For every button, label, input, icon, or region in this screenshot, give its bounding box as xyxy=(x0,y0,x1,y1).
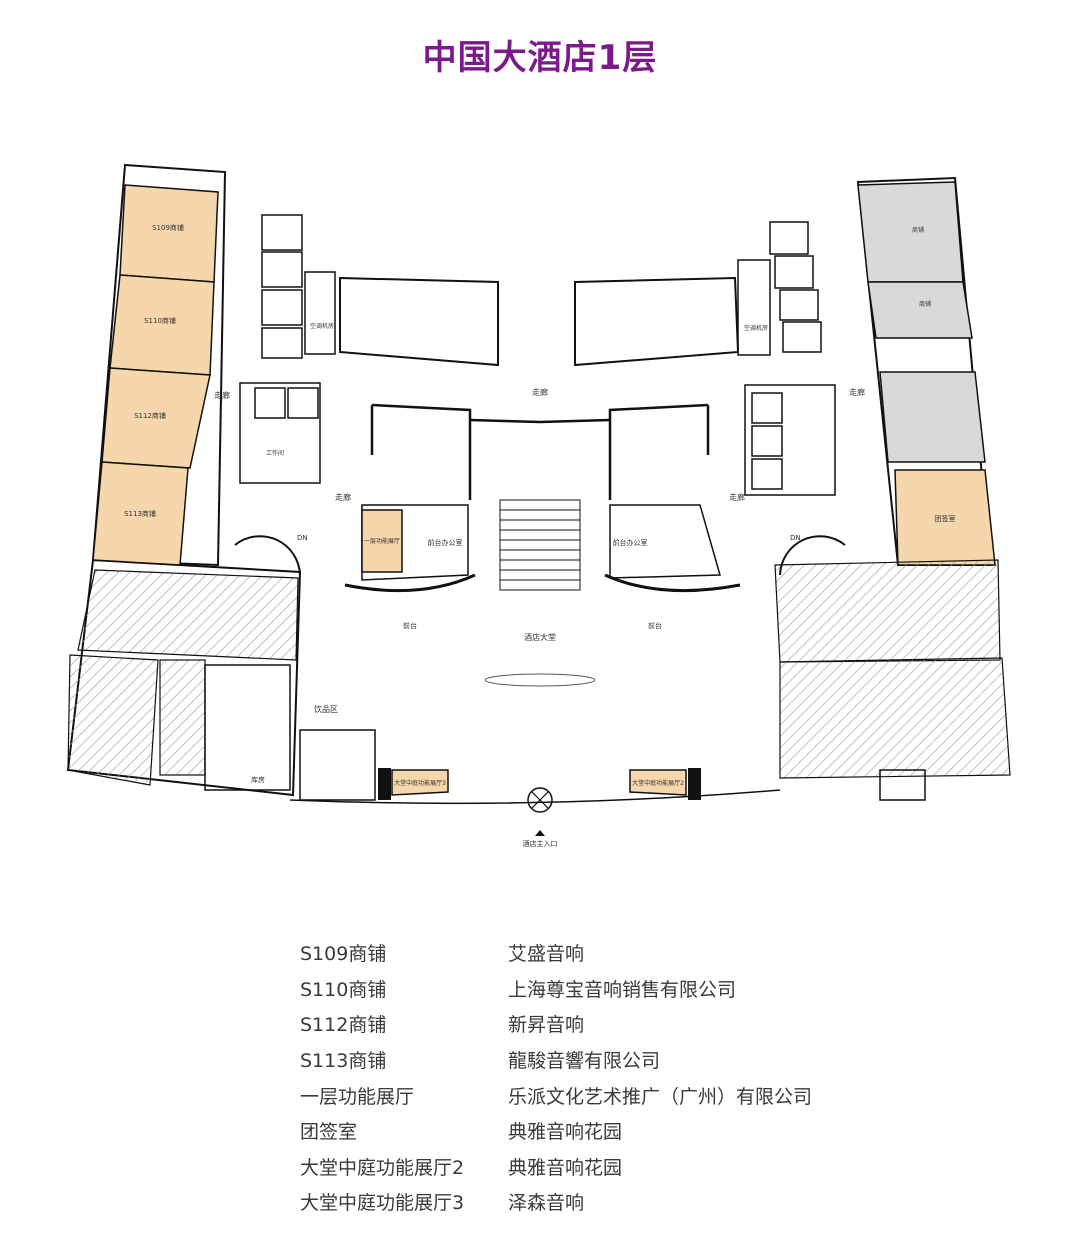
left-stair xyxy=(159,659,206,776)
atrium-pillar-left xyxy=(378,768,391,800)
legend-row: S112商铺 新昇音响 xyxy=(300,1006,838,1042)
right-lower-area xyxy=(779,657,1011,779)
right-spiral-stair xyxy=(779,535,846,576)
label-atrium3: 大堂中庭功能展厅3 xyxy=(394,779,446,787)
storage-room xyxy=(204,664,291,791)
label-front-desk-right: 前台 xyxy=(648,621,662,630)
label-grey-shop-1: 商铺 xyxy=(912,226,924,234)
central-stair xyxy=(499,499,581,591)
legend-code: S113商铺 xyxy=(300,1050,387,1073)
label-front-office-right: 前台办公室 xyxy=(613,538,648,547)
left-core xyxy=(239,214,336,484)
left-spiral-stair xyxy=(234,535,301,576)
first-function-hall[interactable] xyxy=(361,509,403,573)
drinks-area xyxy=(299,729,376,801)
left-history-hall xyxy=(77,569,299,661)
floor-plan: S109商铺 S110商铺 S112商铺 S113商铺 库房 空调机房 工作间 … xyxy=(66,163,1011,848)
right-service-box xyxy=(879,769,926,801)
legend-tenant: 泽森音响 xyxy=(508,1192,585,1215)
label-s109: S109商铺 xyxy=(152,223,184,232)
legend-code: 大堂中庭功能展厅3 xyxy=(300,1192,465,1215)
legend-tenant: 典雅音响花园 xyxy=(508,1121,623,1144)
legend-code: S109商铺 xyxy=(300,943,387,966)
entrance-arrow xyxy=(535,830,545,836)
shop-s110[interactable] xyxy=(109,274,215,376)
legend-row: 大堂中庭功能展厅3 泽森音响 xyxy=(300,1184,838,1220)
label-front-desk-left: 前台 xyxy=(403,621,417,630)
legend-tenant: 龍駿音響有限公司 xyxy=(508,1050,661,1073)
label-atrium2: 大堂中庭功能展厅2 xyxy=(632,779,684,787)
revolving-door-cross-2 xyxy=(531,791,549,809)
label-aircon-left: 空调机房 xyxy=(310,322,334,330)
label-drinks: 饮品区 xyxy=(314,704,338,714)
shop-s113[interactable] xyxy=(92,461,189,566)
legend-tenant: 艾盛音响 xyxy=(508,943,585,966)
legend-code: 团签室 xyxy=(300,1121,358,1144)
label-aircon-right: 空调机房 xyxy=(744,324,768,332)
left-shops xyxy=(92,184,219,566)
legend-row: 团签室 典雅音响花园 xyxy=(300,1113,838,1149)
front-desk-right xyxy=(604,573,741,593)
label-corridor-left: 走廊 xyxy=(214,390,230,400)
tenant-legend: S109商铺 艾盛音响 S110商铺 上海尊宝音响销售有限公司 S112商铺 新昇音响… xyxy=(300,935,838,1220)
right-core xyxy=(737,221,836,496)
label-entrance: 酒店主入口 xyxy=(523,839,558,848)
label-dn-left: DN xyxy=(297,534,308,542)
label-corridor-center: 走廊 xyxy=(532,387,548,397)
left-gallery xyxy=(67,654,159,786)
label-s110: S110商铺 xyxy=(144,316,176,325)
legend-row: S113商铺 龍駿音響有限公司 xyxy=(300,1042,838,1078)
shop-grey-s104[interactable] xyxy=(857,181,964,283)
atrium-hall-3[interactable] xyxy=(391,769,449,796)
front-desk-left xyxy=(344,573,476,593)
lobby-art xyxy=(484,673,596,687)
legend-tenant: 上海尊宝音响销售有限公司 xyxy=(508,978,737,1001)
label-lobby: 酒店大堂 xyxy=(524,632,556,642)
label-grey-shop-2: 商铺 xyxy=(919,300,931,308)
page-title: 中国大酒店1层 xyxy=(422,38,658,78)
front-office-right xyxy=(609,504,721,579)
label-first-hall: 一层功能展厅 xyxy=(364,537,400,545)
legend-tenant: 乐派文化艺术推广（广州）有限公司 xyxy=(508,1085,813,1108)
label-corridor-right: 走廊 xyxy=(849,387,865,397)
label-work-room: 工作间 xyxy=(266,449,284,457)
legend-row: 大堂中庭功能展厅2 典雅音响花园 xyxy=(300,1149,838,1185)
right-vip-area xyxy=(774,559,1001,663)
label-group-room: 团签室 xyxy=(935,514,956,523)
central-offices xyxy=(370,403,710,500)
legend-row: S109商铺 艾盛音响 xyxy=(300,935,838,971)
right-restroom xyxy=(574,276,740,367)
legend-row: S110商铺 上海尊宝音响销售有限公司 xyxy=(300,971,838,1007)
legend-tenant: 新昇音响 xyxy=(508,1014,585,1037)
label-s112: S112商铺 xyxy=(134,411,166,420)
legend-code: S112商铺 xyxy=(300,1014,387,1037)
legend-row: 一层功能展厅 乐派文化艺术推广（广州）有限公司 xyxy=(300,1077,838,1113)
label-front-office-left: 前台办公室 xyxy=(428,538,463,547)
label-dn-right: DN xyxy=(790,534,801,542)
right-lounge xyxy=(879,371,986,463)
left-restroom xyxy=(339,276,499,367)
legend-code: S110商铺 xyxy=(300,978,387,1001)
label-s113: S113商铺 xyxy=(124,509,156,518)
shop-s109[interactable] xyxy=(119,184,219,283)
label-corridor-right2: 走廊 xyxy=(729,492,745,502)
label-storage: 库房 xyxy=(251,775,265,784)
shop-grey-s106[interactable] xyxy=(867,281,973,339)
label-corridor-left2: 走廊 xyxy=(335,492,351,502)
legend-code: 一层功能展厅 xyxy=(300,1085,415,1108)
atrium-hall-2[interactable] xyxy=(629,769,687,796)
front-facade xyxy=(289,789,781,805)
shop-s112[interactable] xyxy=(101,367,211,469)
legend-code: 大堂中庭功能展厅2 xyxy=(300,1156,465,1179)
revolving-door xyxy=(527,787,553,813)
legend-tenant: 典雅音响花园 xyxy=(508,1156,623,1179)
atrium-pillar-right xyxy=(688,768,701,800)
